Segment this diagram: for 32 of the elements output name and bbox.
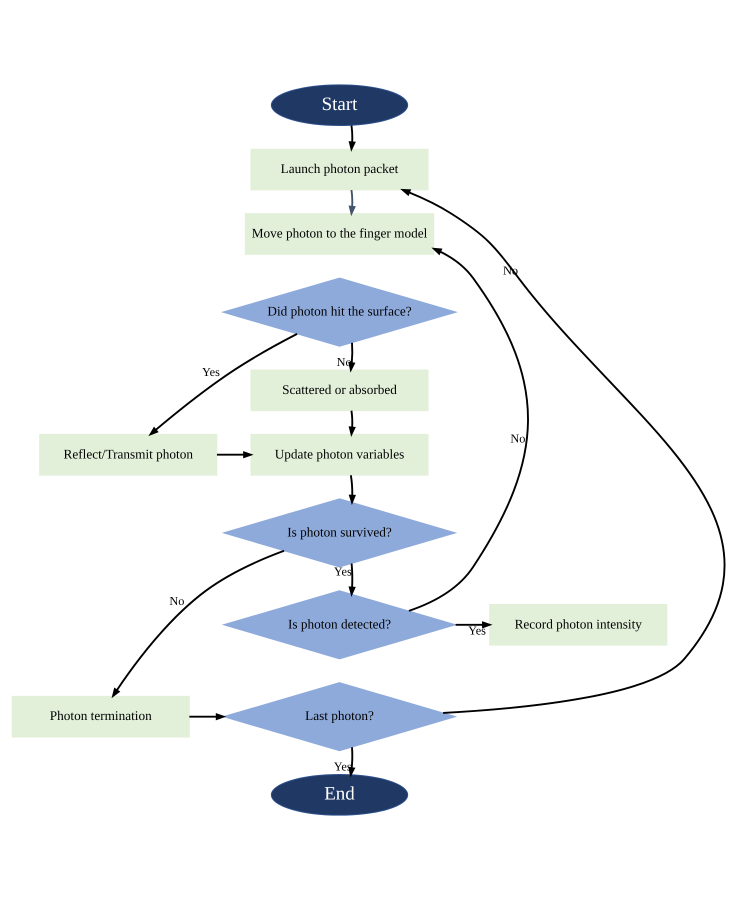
arrow	[348, 475, 356, 506]
arrow	[456, 621, 492, 628]
node-diamond: Is photon detected?	[222, 590, 458, 660]
arrow	[348, 563, 356, 597]
edge-label: Yes	[202, 365, 220, 380]
arrow	[348, 342, 356, 373]
edge-label: Yes	[468, 624, 486, 638]
arrow	[348, 410, 356, 437]
arrow	[408, 248, 529, 612]
node-diamond: Is photon survived?	[222, 498, 458, 568]
node-box: Scattered or absorbed	[250, 369, 429, 412]
node-box: Photon termination	[12, 696, 190, 738]
arrow	[216, 451, 254, 458]
node-ellipse: End	[270, 774, 408, 816]
arrow	[348, 125, 356, 152]
edge-label: Yes	[334, 564, 352, 579]
node-box: Move photon to the finger model	[244, 213, 434, 255]
node-diamond: Last photon?	[222, 682, 458, 752]
node-box: Update photon variables	[250, 434, 429, 476]
arrow	[400, 188, 726, 714]
node-ellipse: Start	[270, 84, 408, 126]
node-box: Reflect/Transmit photon	[39, 434, 218, 476]
edge-label: No	[510, 432, 526, 446]
arrow	[112, 550, 284, 698]
node-diamond: Did photon hit the surface?	[221, 278, 458, 347]
arrow	[189, 713, 226, 720]
edge-label: No	[169, 594, 184, 608]
arrow	[148, 333, 298, 436]
arrow	[348, 747, 356, 778]
node-box: Record photon intensity	[489, 604, 668, 646]
arrow	[348, 190, 356, 216]
node-box: Launch photon packet	[250, 148, 429, 190]
